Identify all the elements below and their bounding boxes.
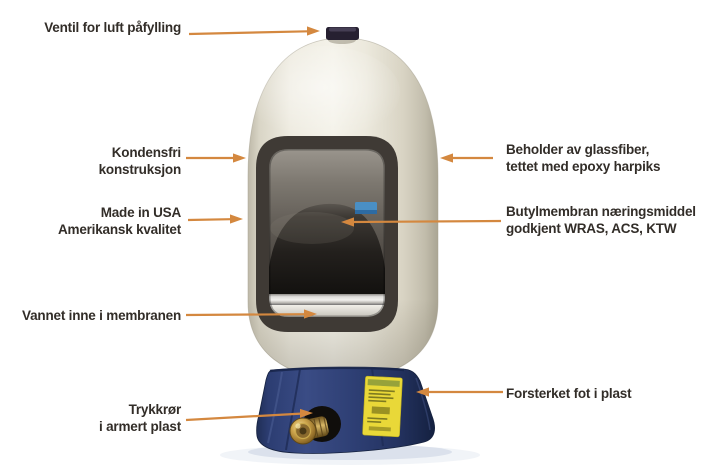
label-fiberglass-tank: Beholder av glassfiber, tettet med epoxy…	[506, 142, 661, 174]
label-pressure-pipe: Trykkrør i armert plast	[99, 402, 181, 434]
steel-ring	[269, 294, 385, 305]
cutaway-window	[256, 136, 398, 332]
arrow-condensation-free	[186, 153, 246, 163]
label-made-in-usa: Made in USA Amerikansk kvalitet	[57, 205, 181, 237]
arrow-reinforced-foot	[416, 387, 503, 397]
pressure-pipe-fitting	[289, 406, 341, 445]
arrow-fiberglass-tank	[440, 153, 493, 163]
dome-highlight	[244, 46, 400, 138]
air-valve	[326, 27, 359, 44]
arrow-pressure-pipe	[185, 408, 313, 422]
label-water-inside-membrane: Vannet inne i membranen	[22, 308, 181, 323]
plastic-base	[256, 366, 435, 454]
arrow-made-in-usa	[187, 214, 243, 224]
arrow-water-inside-membrane	[185, 309, 317, 319]
label-reinforced-foot: Forsterket fot i plast	[506, 386, 632, 401]
arrow-butyl-membrane	[341, 217, 502, 227]
arrow-air-valve	[188, 26, 320, 36]
label-air-valve: Ventil for luft påfylling	[44, 20, 181, 35]
label-butyl-membrane: Butylmembran næringsmiddel godkjent WRAS…	[506, 204, 696, 236]
butyl-membrane	[269, 203, 385, 312]
label-condensation-free: Kondensfri konstruksjon	[98, 145, 182, 177]
callout-arrows	[185, 26, 503, 422]
product-sticker	[362, 375, 403, 438]
